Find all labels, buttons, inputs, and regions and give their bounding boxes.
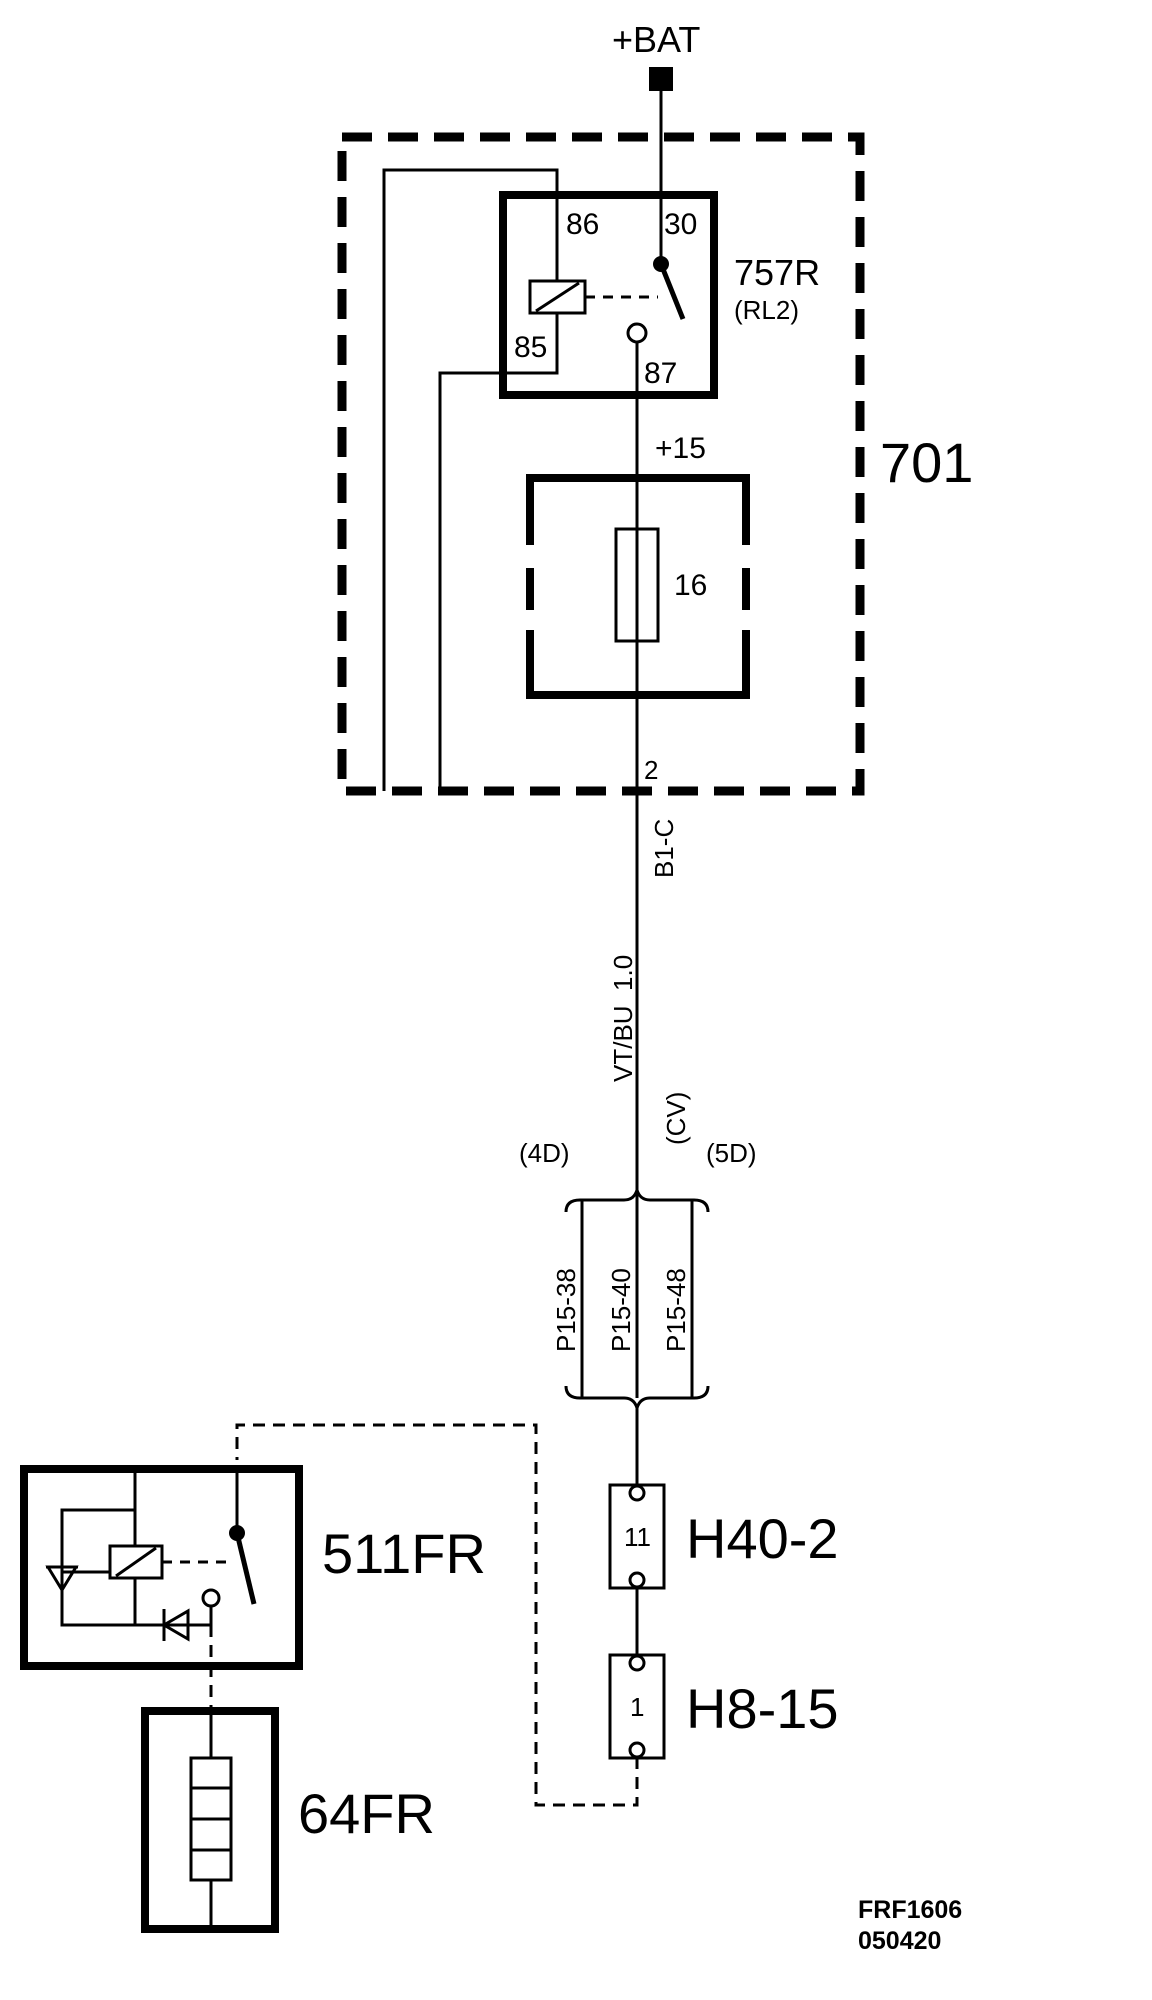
relay-757r-body	[499, 191, 718, 399]
relay-511fr-diode-wire	[60, 1572, 135, 1627]
relay-757r-sublabel: (RL2)	[734, 295, 799, 325]
pin-86-label: 86	[566, 208, 599, 241]
connector-h40-2-pin-label: 11	[624, 1522, 651, 1552]
coil-wire-85	[503, 313, 559, 375]
drawing-ref-code: FRF1606	[858, 1896, 962, 1924]
unit-701-label: 701	[880, 431, 973, 494]
connector-h8-15-label: H8-15	[686, 1677, 839, 1740]
wire-color-size-label: VT/BU 1.0	[608, 955, 638, 1082]
fuse-block-supply-label: +15	[655, 432, 706, 465]
diode-bottom-icon	[161, 1608, 190, 1642]
pin-85-label: 85	[514, 331, 547, 364]
relay-511fr-coil-diagonal	[115, 1546, 157, 1578]
wire-variant-label: (CV)	[661, 1092, 691, 1145]
relay-757r-contact-87	[626, 322, 648, 344]
dashed-control-wire	[235, 1423, 639, 1807]
fuse-number-label: 16	[674, 569, 707, 602]
variant-right-label: (5D)	[706, 1138, 757, 1168]
unit-701-boundary	[337, 132, 865, 796]
supply-label: +BAT	[612, 19, 700, 60]
coil-diagonal	[535, 281, 580, 313]
splice-label-1: P15-38	[551, 1268, 581, 1352]
connector-id-label: B1-C	[649, 819, 679, 878]
splice-label-3: P15-48	[661, 1268, 691, 1352]
connector-h40-2-pin-bottom	[628, 1571, 646, 1589]
relay-757r-label: 757R	[734, 252, 820, 293]
splice-bracket-top	[564, 1184, 710, 1213]
relay-757r-switch-blade	[658, 263, 686, 320]
relay-511fr-label: 511FR	[322, 1522, 486, 1585]
connector-h8-15-pin-label: 1	[630, 1692, 644, 1722]
connector-h40-2-label: H40-2	[686, 1507, 839, 1570]
connector-pin-label: 2	[644, 755, 658, 785]
connector-h40-2-pin-top	[628, 1484, 646, 1502]
battery-terminal	[649, 67, 673, 91]
connector-h8-15-pin-bottom	[628, 1741, 646, 1759]
pin-30-label: 30	[664, 208, 697, 241]
drawing-ref-date: 050420	[858, 1927, 941, 1955]
splice-label-2: P15-40	[606, 1268, 636, 1352]
relay-511fr-body	[20, 1465, 303, 1670]
relay-511fr-contact	[201, 1588, 221, 1608]
heater-64fr-label: 64FR	[298, 1782, 435, 1845]
wire-85-loop	[438, 371, 503, 791]
connector-h8-15-pin-top	[628, 1654, 646, 1672]
pin-87-label: 87	[644, 357, 677, 390]
relay-511fr-switch-blade	[234, 1532, 257, 1605]
wire-86-loop	[382, 168, 559, 791]
variant-left-label: (4D)	[519, 1138, 570, 1168]
